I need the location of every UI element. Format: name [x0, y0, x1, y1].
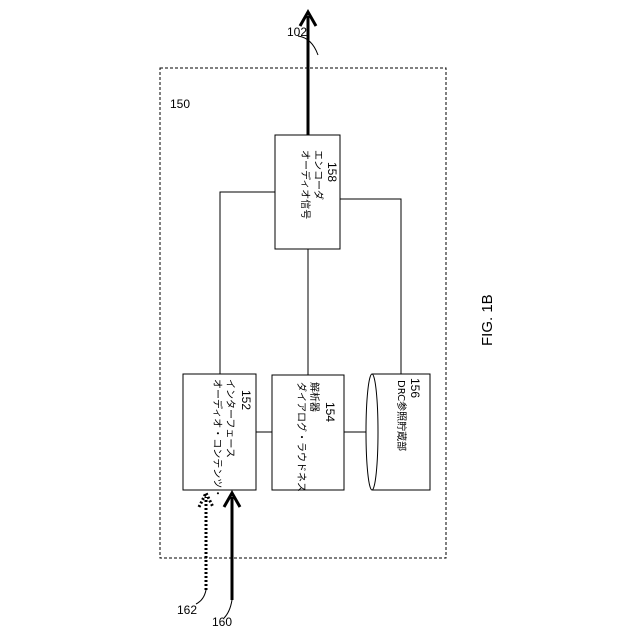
analyzer-box: [272, 375, 344, 490]
input-dotted-ref-leader: [196, 590, 206, 604]
output-signal: 102: [287, 12, 318, 135]
interface-label-line2: インターフェース: [224, 379, 236, 458]
analyzer-label-line1: ダイアログ・ラウドネス: [295, 382, 308, 492]
encoder-ref-label: 158: [325, 162, 339, 182]
block-interface: オーディオ・コンテンツ・ インターフェース 152: [183, 374, 256, 498]
encoder-label-line1: オーディオ信号: [299, 150, 312, 219]
storage-label: DRC参照貯蔵部: [395, 380, 408, 451]
input-dotted-ref-label: 162: [177, 603, 197, 617]
block-analyzer: ダイアログ・ラウドネス 解析器 154: [272, 375, 344, 492]
input-solid-ref-label: 160: [212, 615, 232, 629]
input-signal-dotted: 162: [177, 493, 213, 617]
analyzer-ref-label: 154: [323, 402, 337, 422]
storage-ref-label: 156: [408, 378, 422, 398]
output-ref-label: 102: [287, 25, 307, 39]
interface-label-line1: オーディオ・コンテンツ・: [211, 379, 224, 498]
input-signal-solid: 160: [212, 493, 240, 629]
figure-label: FIG. 1B: [479, 294, 496, 346]
interface-ref-label: 152: [239, 390, 253, 410]
encoder-label-line2: エンコーダ: [312, 150, 325, 200]
line-storage-encoder: [340, 199, 401, 374]
storage-cylinder-end: [366, 374, 378, 490]
line-interface-encoder: [220, 192, 275, 374]
block-storage: DRC参照貯蔵部 156: [366, 374, 430, 490]
analyzer-label-line2: 解析器: [308, 382, 321, 412]
block-encoder: オーディオ信号 エンコーダ 158: [275, 135, 340, 249]
system-ref-label: 150: [170, 97, 190, 111]
